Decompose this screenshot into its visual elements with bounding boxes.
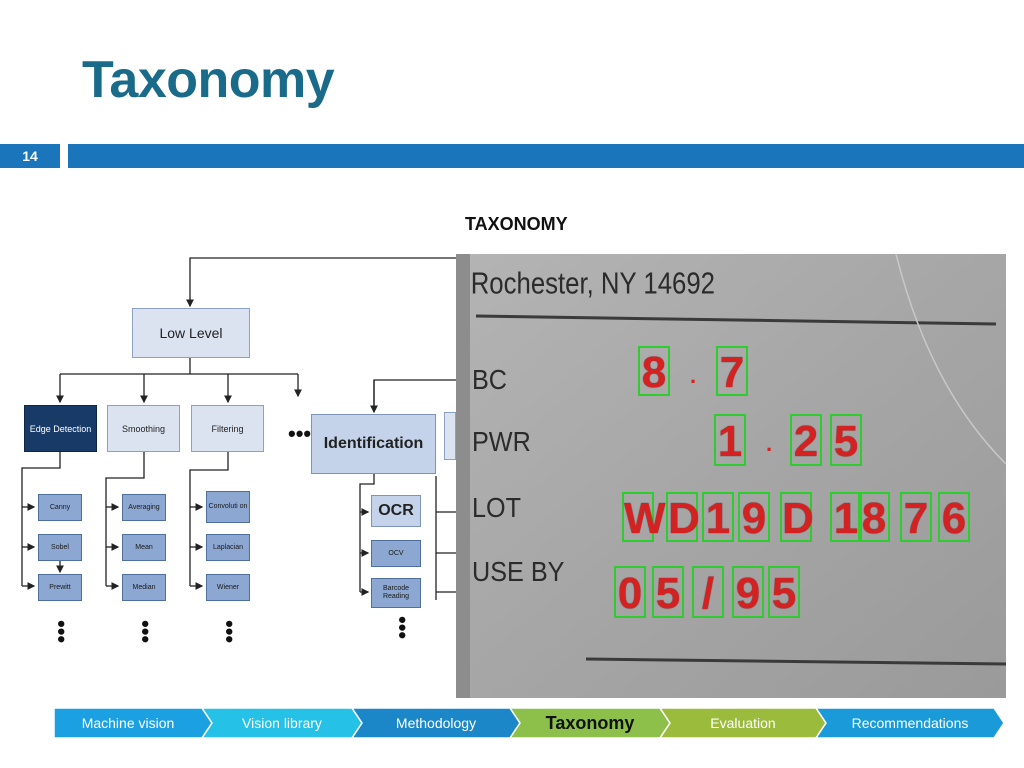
- photo-row-label: BC: [472, 364, 508, 395]
- smoothing-more-dots: •••: [133, 620, 158, 644]
- photo-detected-char: 6: [938, 492, 970, 543]
- section-nav-chevrons: [54, 708, 1004, 738]
- photo-detected-char: 7: [900, 492, 932, 543]
- filtering-node: Filtering: [191, 405, 264, 452]
- wiener-node: Wiener: [206, 574, 250, 601]
- low-level-node: Low Level: [132, 308, 250, 358]
- photo-detected-char: 1: [702, 492, 734, 543]
- canny-node: Canny: [38, 494, 82, 521]
- convolution-node: Convoluti on: [206, 491, 250, 523]
- mean-node: Mean: [122, 534, 166, 561]
- photo-detected-char: 0: [614, 566, 646, 618]
- ocr-node: OCR: [371, 495, 421, 527]
- photo-detected-char: D: [780, 492, 814, 543]
- nav-chevron[interactable]: [659, 708, 827, 738]
- edge-more-dots: •••: [49, 620, 74, 644]
- photo-row-label: PWR: [472, 426, 531, 457]
- nav-item-evaluation[interactable]: Evaluation: [710, 715, 776, 731]
- photo-detected-char: 5: [652, 566, 684, 618]
- nav-chevron[interactable]: [815, 708, 1004, 738]
- nav-item-vision-library[interactable]: Vision library: [242, 715, 322, 731]
- barcode-reading-node: Barcode Reading: [371, 578, 421, 608]
- sobel-node: Sobel: [38, 534, 82, 561]
- photo-detected-char: 9: [732, 566, 764, 618]
- nav-chevron[interactable]: [509, 708, 671, 738]
- nav-item-recommendations[interactable]: Recommendations: [851, 715, 969, 731]
- photo-detected-char: 7: [716, 346, 748, 397]
- averaging-node: Averaging: [122, 494, 166, 521]
- identification-more-dots: •••: [390, 616, 415, 640]
- photo-detected-char: 8: [858, 492, 890, 543]
- nav-item-methodology[interactable]: Methodology: [395, 715, 477, 731]
- photo-detected-char: /: [692, 566, 724, 618]
- photo-detected-char: 8: [638, 346, 670, 397]
- nav-item-machine-vision[interactable]: Machine vision: [81, 715, 175, 731]
- nav-item-taxonomy[interactable]: Taxonomy: [545, 713, 635, 733]
- nav-chevron[interactable]: [351, 708, 521, 738]
- taxonomy-heading: TAXONOMY: [465, 214, 568, 234]
- identification-sibling-node: [444, 412, 456, 460]
- photo-char-dot: .: [689, 363, 697, 388]
- photo-detected-char: 1: [830, 492, 862, 543]
- photo-detected-char: D: [666, 492, 700, 543]
- photo-detected-char: 2: [790, 414, 822, 466]
- title-bar: [68, 144, 1024, 168]
- more-nodes-dots: •••: [288, 421, 312, 446]
- smoothing-node: Smoothing: [107, 405, 180, 452]
- slide-title: Taxonomy: [82, 51, 335, 109]
- edge-detection-node: Edge Detection: [24, 405, 97, 452]
- photo-detected-char: 9: [738, 492, 770, 543]
- photo-char-dot: .: [765, 431, 773, 456]
- nav-chevron[interactable]: [201, 708, 363, 738]
- laplacian-node: Laplacian: [206, 534, 250, 561]
- ocv-node: OCV: [371, 540, 421, 567]
- section-nav: Machine vision Vision library Methodology T…: [54, 708, 1004, 738]
- identification-node: Identification: [311, 414, 436, 474]
- photo-detected-char: 1: [714, 414, 746, 466]
- diagram-connectors: [21, 257, 456, 600]
- photo-address: Rochester, NY 14692: [471, 266, 715, 301]
- prewitt-node: Prewitt: [38, 574, 82, 601]
- photo-detected-char: 5: [830, 414, 862, 466]
- photo-row-label: LOT: [472, 492, 522, 523]
- photo-row-label: USE BY: [472, 556, 565, 587]
- photo-detected-char: W: [622, 492, 666, 543]
- photo-detected-char: 5: [768, 566, 800, 618]
- median-node: Median: [122, 574, 166, 601]
- slide-number: 14: [0, 144, 60, 168]
- filtering-more-dots: •••: [217, 620, 242, 644]
